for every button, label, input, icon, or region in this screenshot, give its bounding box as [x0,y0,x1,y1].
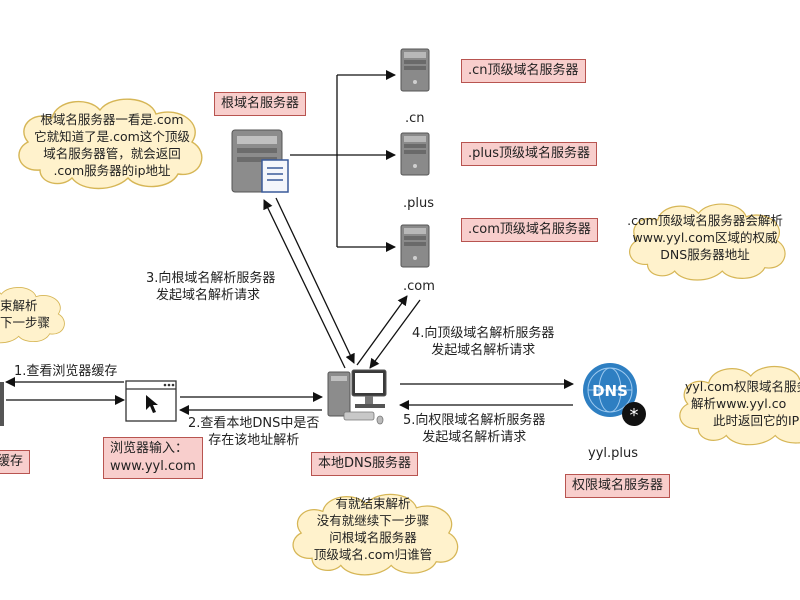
local-to-root-arrow [263,199,346,369]
auth-note-line: 解析www.yyl.co [691,396,787,411]
root-note-line: 根域名服务器一看是.com [40,112,184,127]
com-note-line: www.yyl.com区域的权威 [632,230,778,245]
com-to-local-arrow [369,299,421,369]
left-note-line: 下一步骤 [0,315,51,330]
step-4-text: 4.向顶级域名解析服务器 发起域名解析请求 [412,325,554,359]
step-2-line-1: 2.查看本地DNS中是否 [188,416,320,431]
dns-globe-icon: DNS * [583,363,646,426]
com-server-label: .com顶级域名服务器 [461,218,598,242]
plus-server-icon [400,132,430,176]
step-5-text: 5.向权限域名解析服务器 发起域名解析请求 [403,412,545,446]
auth-note-line: yyl.com权限域名服务 [685,379,800,394]
com-server-name: .com [403,279,435,294]
com-note-line: .com顶级域名服务器会解析 [627,213,783,228]
browser-window-icon [125,380,177,422]
root-note-text: 根域名服务器一看是.com 它就知道了是.com这个顶级 域名服务器管，就会返回… [32,111,192,179]
step-2-line-2: 存在该地址解析 [208,433,300,448]
step-4-line-1: 4.向顶级域名解析服务器 [412,326,555,341]
auth-note-line: 此时返回它的IP [713,413,800,428]
svg-text:DNS: DNS [592,382,628,400]
browser-input-caption: 浏览器输入： [110,441,189,456]
browser-input-label: 浏览器输入： www.yyl.com [103,437,203,479]
step-3-text: 3.向根域名解析服务器 发起域名解析请求 [146,270,275,304]
cn-server-icon [400,48,430,92]
plus-server-name: .plus [403,196,435,211]
auth-server-label: 权限域名服务器 [565,474,671,498]
local-to-com-arrow [356,295,408,366]
left-note-line: 束解析 [0,298,38,313]
com-server-icon [400,224,430,268]
cache-edge [0,382,4,426]
local-note-line: 顶级域名.com归谁管 [313,547,433,562]
left-note-text: 束解析 下一步骤 [0,297,50,331]
root-server-icon [231,129,289,193]
step-1-text: 1.查看浏览器缓存 [14,364,118,379]
step-4-line-2: 发起域名解析请求 [431,343,536,358]
svg-text:*: * [630,405,639,426]
local-note-text: 有就结束解析 没有就继续下一步骤 问根域名服务器 顶级域名.com归谁管 [298,495,448,563]
step-2-text: 2.查看本地DNS中是否 存在该地址解析 [188,415,319,449]
com-note-line: DNS服务器地址 [660,247,750,262]
local-note-line: 没有就继续下一步骤 [316,513,430,528]
local-dns-server-icon [327,369,387,425]
step-3-line-1: 3.向根域名解析服务器 [146,271,276,286]
local-dns-label: 本地DNS服务器 [311,452,418,476]
auth-server-name: yyl.plus [588,446,639,461]
step-3-line-2: 发起域名解析请求 [156,288,261,303]
local-note-line: 有就结束解析 [335,496,411,511]
root-server-label: 根域名服务器 [214,92,307,116]
step-5-line-2: 发起域名解析请求 [422,430,527,445]
root-note-line: 域名服务器管，就会返回 [43,146,181,161]
local-note-line: 问根域名服务器 [329,530,417,545]
root-to-local-arrow [275,197,355,364]
cn-server-name: .cn [405,111,425,126]
step-5-line-1: 5.向权限域名解析服务器 [403,413,546,428]
browser-input-url: www.yyl.com [110,459,196,474]
cn-server-label: .cn顶级域名服务器 [461,59,586,83]
plus-server-label: .plus顶级域名服务器 [461,142,598,166]
root-note-line: .com服务器的ip地址 [53,163,171,178]
root-note-line: 它就知道了是.com这个顶级 [34,129,190,144]
auth-note-text: yyl.com权限域名服务 解析www.yyl.co 此时返回它的IP [685,378,800,429]
cache-label: 缓存 [0,450,31,474]
com-note-text: .com顶级域名服务器会解析 www.yyl.com区域的权威 DNS服务器地址 [625,212,785,263]
